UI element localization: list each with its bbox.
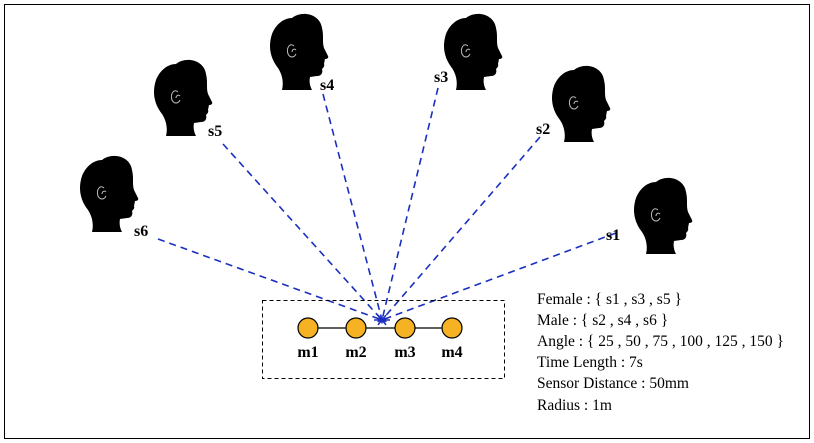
mic-label-m4: m4 (441, 344, 462, 361)
ray-s3 (381, 87, 439, 321)
ray-s4 (322, 93, 383, 321)
speaker-label-s1: s1 (606, 227, 620, 244)
sound-rays (157, 87, 617, 321)
info-sensor-distance: Sensor Distance : 50mm (537, 375, 689, 392)
speaker-s1: s1 (606, 177, 693, 255)
speaker-group: s1 s2 s3 s4 s5 s6 (79, 13, 693, 255)
speaker-s2: s2 (536, 65, 611, 143)
speaker-label-s3: s3 (434, 69, 448, 86)
speaker-s6: s6 (79, 155, 148, 240)
mic-label-m1: m1 (297, 344, 318, 361)
speaker-label-s6: s6 (134, 223, 148, 240)
mic-label-m2: m2 (345, 344, 366, 361)
info-female: Female : { s1 , s3 , s5 } (537, 291, 682, 308)
speaker-label-s5: s5 (208, 123, 222, 140)
mic-m1 (297, 317, 319, 339)
mic-array: m1 m2 m3 m4 (297, 317, 463, 361)
info-panel: Female : { s1 , s3 , s5 } Male : { s2 , … (537, 291, 784, 414)
ray-s2 (381, 136, 541, 321)
info-male: Male : { s2 , s4 , s6 } (537, 312, 668, 329)
ray-s5 (222, 143, 383, 321)
info-time-length: Time Length : 7s (537, 354, 643, 371)
ray-s1 (381, 232, 617, 321)
speaker-label-s2: s2 (536, 121, 550, 138)
info-radius: Radius : 1m (537, 397, 612, 414)
speaker-label-s4: s4 (320, 77, 334, 94)
starburst-icon (374, 314, 390, 326)
speaker-s5: s5 (153, 59, 222, 140)
mic-array-box (262, 300, 505, 379)
mic-label-m3: m3 (394, 344, 415, 361)
mic-m4 (441, 317, 463, 339)
mic-m2 (345, 317, 367, 339)
ray-s6 (157, 238, 383, 321)
info-angle: Angle : { 25 , 50 , 75 , 100 , 125 , 150… (537, 333, 784, 350)
speaker-s3: s3 (434, 13, 503, 91)
mic-m3 (394, 317, 416, 339)
speaker-s4: s4 (269, 13, 334, 94)
